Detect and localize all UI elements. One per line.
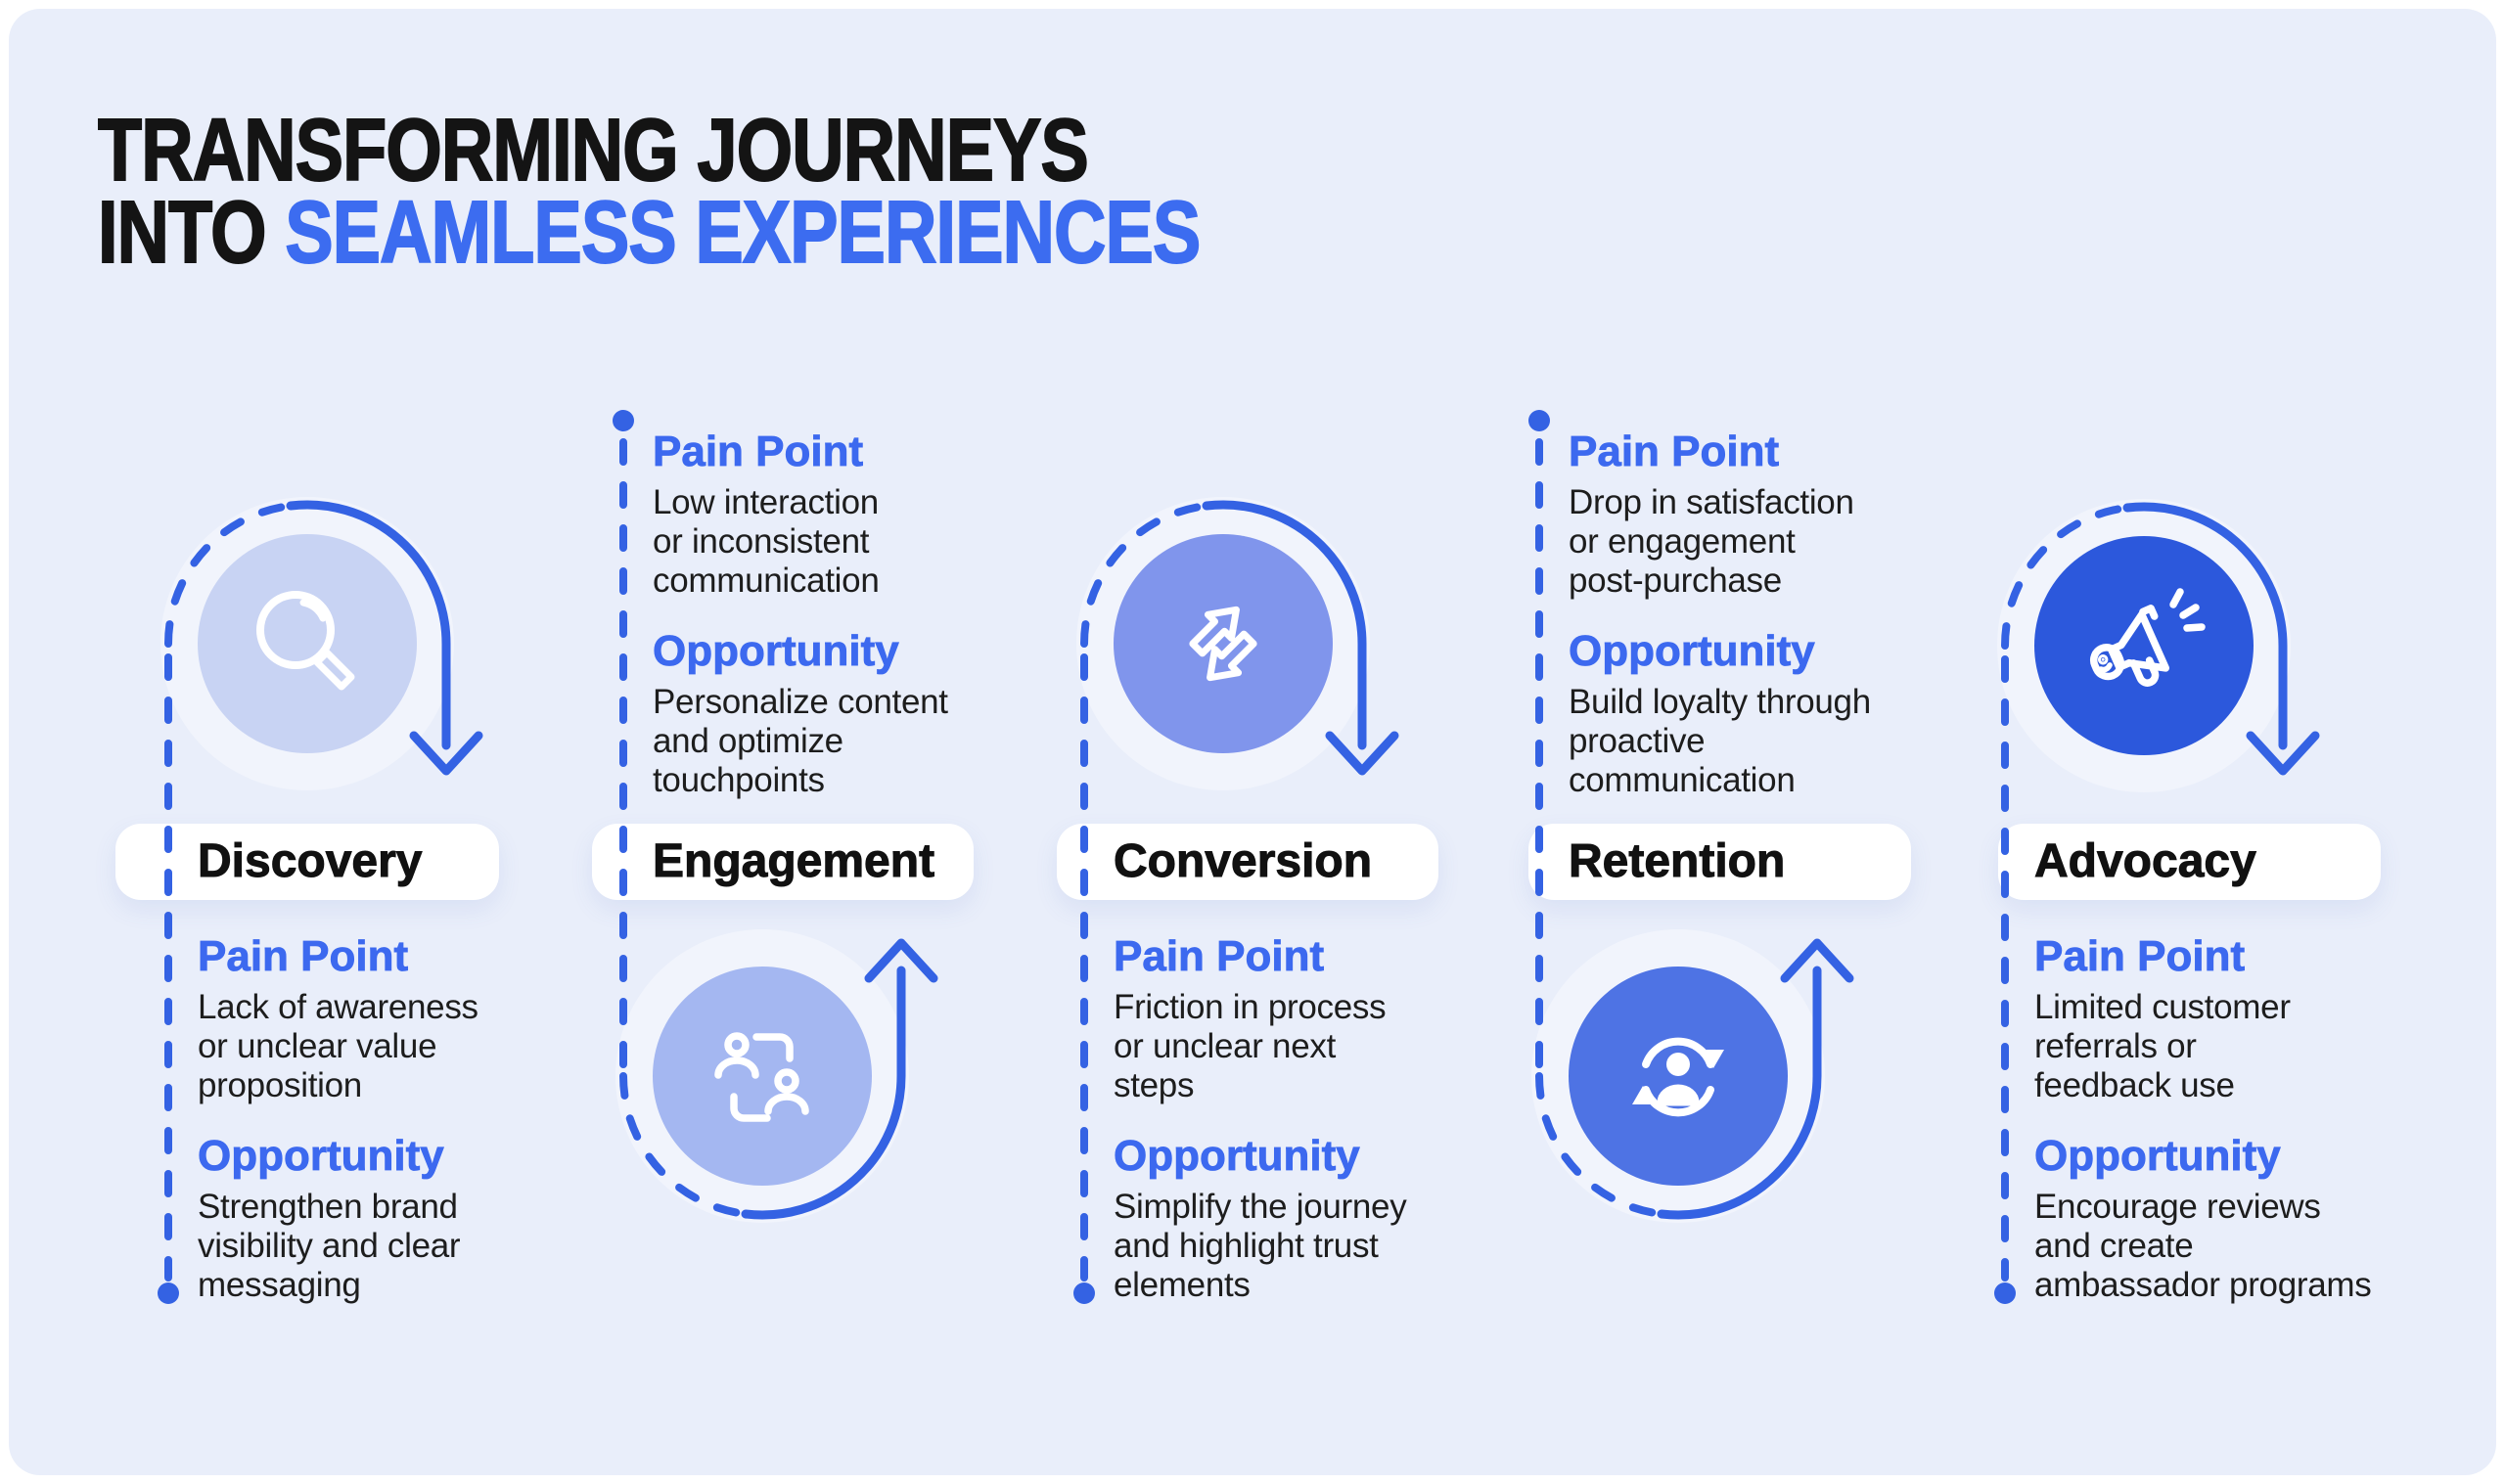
- pain-point-text: Limited customer referrals or feedback u…: [2034, 988, 2291, 1104]
- retention-text-block: Pain Point Drop in satisfaction or engag…: [1569, 427, 1940, 830]
- stage-label-text: Conversion: [1114, 835, 1373, 888]
- stage-label-conversion: Conversion: [1057, 824, 1438, 900]
- conversion-text-block: Pain Point Friction in process or unclea…: [1114, 932, 1485, 1334]
- pain-point-heading: Pain Point: [198, 932, 409, 980]
- pain-point-heading: Pain Point: [1114, 932, 1325, 980]
- opportunity-text: Simplify the journey and highlight trust…: [1114, 1188, 1407, 1304]
- opportunity-heading: Opportunity: [2034, 1132, 2282, 1180]
- advocacy-text-block: Pain Point Limited customer referrals or…: [2034, 932, 2406, 1334]
- stage-label-text: Advocacy: [2034, 835, 2257, 888]
- opportunity-heading: Opportunity: [198, 1132, 445, 1180]
- pain-point-text: Drop in satisfaction or engagement post-…: [1569, 483, 1854, 600]
- stage-label-discovery: Discovery: [115, 824, 499, 900]
- title-line2-prefix: INTO: [97, 184, 286, 282]
- stage-label-text: Engagement: [653, 835, 935, 888]
- opportunity-text: Strengthen brand visibility and clear me…: [198, 1188, 461, 1304]
- stage-label-advocacy: Advocacy: [1998, 824, 2381, 900]
- pain-point-text: Low interaction or inconsistent communic…: [653, 483, 880, 600]
- title-line-2: INTO SEAMLESS EXPERIENCES: [97, 188, 1202, 278]
- title-line2-highlight: SEAMLESS EXPERIENCES: [285, 184, 1203, 282]
- pain-point-text: Lack of awareness or unclear value propo…: [198, 988, 478, 1104]
- opportunity-heading: Opportunity: [1569, 627, 1816, 675]
- engagement-text-block: Pain Point Low interaction or inconsiste…: [653, 427, 1025, 830]
- stage-label-engagement: Engagement: [592, 824, 974, 900]
- discovery-text-block: Pain Point Lack of awareness or unclear …: [198, 932, 569, 1334]
- stage-label-text: Discovery: [198, 835, 423, 888]
- opportunity-text: Encourage reviews and create ambassador …: [2034, 1188, 2372, 1304]
- pain-point-heading: Pain Point: [653, 427, 864, 475]
- pain-point-heading: Pain Point: [1569, 427, 1780, 475]
- stage-label-retention: Retention: [1528, 824, 1911, 900]
- pain-point-heading: Pain Point: [2034, 932, 2246, 980]
- title-line-1: TRANSFORMING JOURNEYS: [97, 102, 1089, 200]
- pain-point-text: Friction in process or unclear next step…: [1114, 988, 1387, 1104]
- stage-label-text: Retention: [1569, 835, 1786, 888]
- opportunity-heading: Opportunity: [1114, 1132, 1361, 1180]
- opportunity-heading: Opportunity: [653, 627, 900, 675]
- opportunity-text: Build loyalty through proactive communic…: [1569, 683, 1871, 799]
- page-title: TRANSFORMING JOURNEYS INTO SEAMLESS EXPE…: [97, 102, 1202, 278]
- opportunity-text: Personalize content and optimize touchpo…: [653, 683, 948, 799]
